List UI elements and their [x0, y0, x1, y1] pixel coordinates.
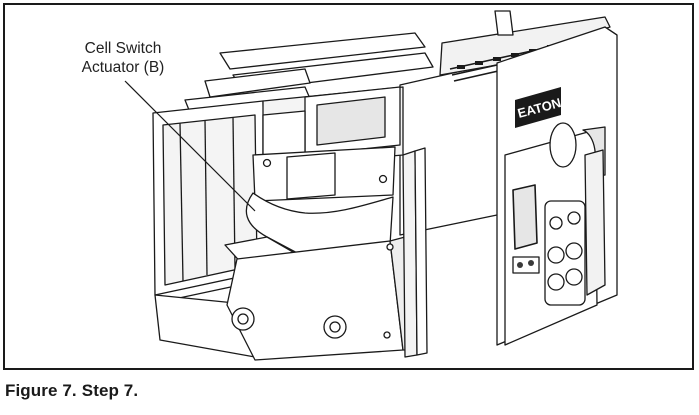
- callout-leader-line: [124, 80, 256, 212]
- figure-frame: EATON: [3, 3, 694, 370]
- callout-line-1: Cell Switch: [84, 40, 162, 57]
- breaker-line-drawing: EATON: [124, 10, 618, 361]
- breaker-body: [399, 10, 618, 346]
- figure-number: Figure 7.: [5, 381, 77, 400]
- cell-switch-assembly: [252, 86, 404, 202]
- callout-line-2: Actuator (B): [81, 59, 165, 76]
- eaton-logo: EATON: [515, 87, 563, 128]
- figure-step: Step 7.: [81, 381, 139, 400]
- right-rail: [402, 147, 428, 358]
- figure-caption: Figure 7.Step 7.: [5, 381, 143, 401]
- callout-label: Cell Switch Actuator (B): [53, 39, 193, 77]
- lower-plate: [226, 236, 418, 361]
